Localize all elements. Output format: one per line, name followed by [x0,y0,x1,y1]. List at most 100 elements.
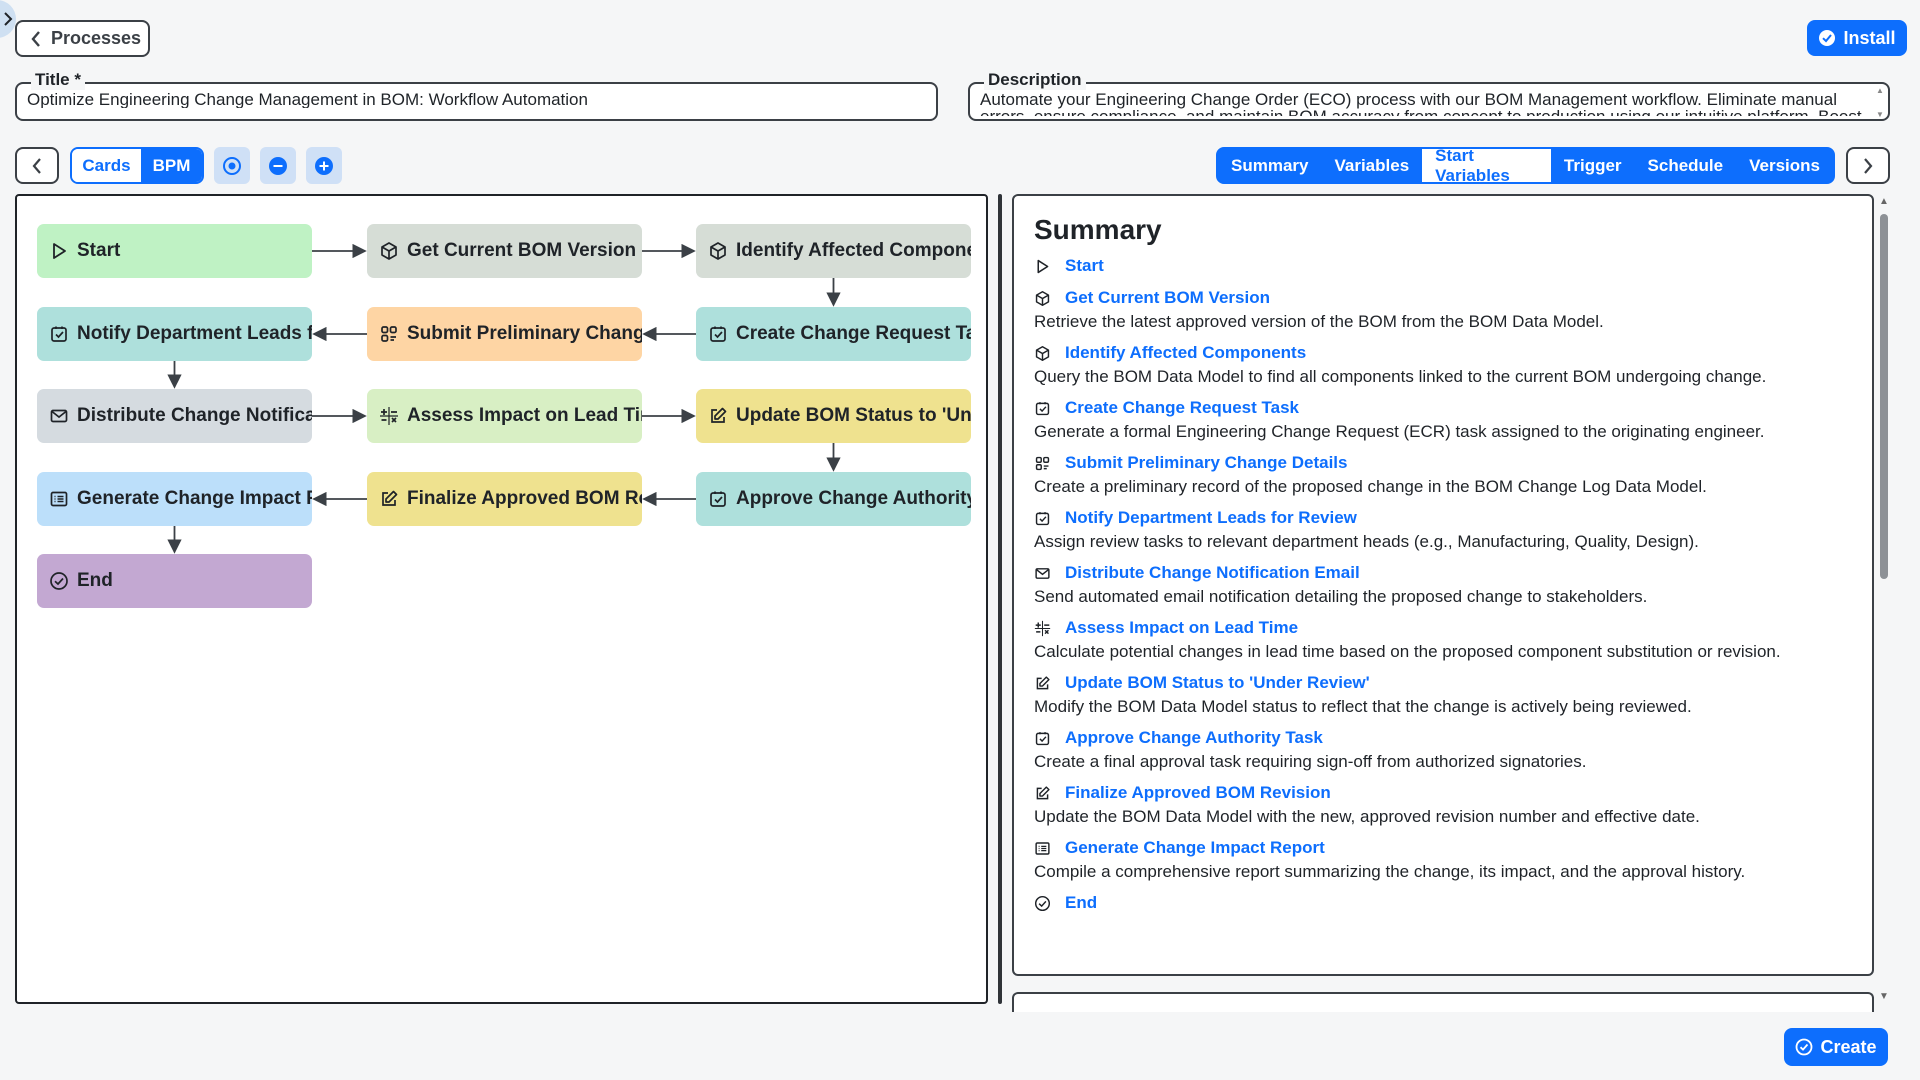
bpm-node[interactable]: Identify Affected Components [696,224,971,278]
box-icon [381,242,397,260]
view-toggle[interactable]: Cards BPM [70,147,204,184]
bpm-node[interactable]: Finalize Approved BOM Revision [367,472,642,526]
panel-tabs: Summary Variables Start Variables Trigge… [1216,147,1835,184]
list-icon [50,491,68,507]
summary-item-link[interactable]: Finalize Approved BOM Revision [1065,783,1331,802]
tab-trigger[interactable]: Trigger [1563,155,1622,175]
next-panel [1012,992,1874,1012]
scroll-down-arrow[interactable]: ▼ [1879,991,1889,1002]
sidebar-expand-toggle[interactable] [0,0,16,38]
collapse-right-button[interactable] [1846,147,1890,184]
summary-item: End [1034,891,1862,915]
bpm-node-label: Generate Change Impact Report [77,488,312,509]
install-button[interactable]: Install [1807,20,1907,56]
description-field[interactable]: Description Automate your Engineering Ch… [968,70,1890,121]
chevron-right-icon [1864,157,1873,174]
summary-item-link[interactable]: Identify Affected Components [1065,343,1307,362]
summary-item-link[interactable]: Update BOM Status to 'Under Review' [1065,673,1370,692]
install-button-label: Install [1843,27,1896,48]
summary-item-link[interactable]: Get Current BOM Version [1065,288,1270,307]
create-button[interactable]: Create [1784,1028,1888,1066]
bpm-canvas[interactable]: Start Get Current BOM Version Identify Aff… [15,194,988,1004]
play-icon [1037,259,1049,273]
chevron-left-icon [31,30,40,47]
summary-item-link[interactable]: Create Change Request Task [1065,398,1299,417]
tab-variables[interactable]: Variables [1334,155,1410,175]
summary-item: Start [1034,254,1862,278]
bpm-node-label: Create Change Request Task [736,323,971,344]
summary-item-link[interactable]: Assess Impact on Lead Time [1065,618,1299,637]
bpm-node-label: Assess Impact on Lead Time [407,405,642,426]
description-scrollbar[interactable]: ▲▼ [1876,86,1884,119]
collapse-left-button[interactable] [15,147,59,184]
zoom-in-button[interactable] [306,147,342,184]
box-icon [1035,345,1050,361]
tab-start-variables[interactable]: Start Variables [1422,149,1551,182]
scroll-up-arrow[interactable]: ▲ [1879,196,1889,207]
title-field[interactable]: Title * Optimize Engineering Change Mana… [15,70,938,121]
bpm-node[interactable]: Distribute Change Notification Email [37,389,312,443]
bpm-node[interactable]: End [37,554,312,608]
check-square-icon [710,491,726,507]
cards-view-button[interactable]: Cards [72,149,141,182]
bpm-node[interactable]: Get Current BOM Version [367,224,642,278]
plus-circle-icon [315,156,333,175]
bpm-node-label: Get Current BOM Version [407,240,637,261]
bpm-node[interactable]: Submit Preliminary Change Details [367,307,642,361]
check-circle-icon [1819,30,1836,46]
summary-item-description: Assign review tasks to relevant departme… [1034,532,1699,551]
bpm-node[interactable]: Assess Impact on Lead Time [367,389,642,443]
bpm-node[interactable]: Update BOM Status to 'Under Review' [696,389,971,443]
summary-item-description: Create a final approval task requiring s… [1034,752,1587,771]
scrollbar-thumb[interactable] [1880,214,1888,579]
tab-versions[interactable]: Versions [1749,155,1820,175]
check-circle-icon [1034,895,1051,911]
bpm-node-label: Start [77,240,121,261]
panel-resize-handle[interactable] [998,194,1002,1004]
check-circle-icon [50,572,68,590]
summary-item-link[interactable]: End [1065,893,1098,912]
summary-item-link[interactable]: Submit Preliminary Change Details [1065,453,1348,472]
calculator-icon [1034,620,1051,636]
zoom-fit-button[interactable] [214,147,250,184]
summary-item-link[interactable]: Start [1065,256,1104,275]
bpm-node-label: Distribute Change Notification Email [77,405,312,426]
panel-scrollbar[interactable]: ▲ ▼ [1877,196,1891,1002]
summary-title: Summary [1034,214,1162,245]
summary-item-link[interactable]: Notify Department Leads for Review [1065,508,1357,527]
bpm-node[interactable]: Create Change Request Task [696,307,971,361]
mail-icon [50,409,68,423]
bpm-node[interactable]: Notify Department Leads for Review [37,307,312,361]
bpm-node-label: Notify Department Leads for Review [77,323,312,344]
summary-item: Update BOM Status to 'Under Review'Modif… [1034,671,1862,718]
title-input[interactable]: Optimize Engineering Change Management i… [27,91,588,108]
list-icon [1035,841,1050,855]
back-to-processes-button[interactable]: Processes [15,20,150,57]
bpm-view-button[interactable]: BPM [141,149,202,182]
check-square-icon [710,326,726,342]
summary-item-link[interactable]: Generate Change Impact Report [1065,838,1325,857]
bpm-node-label: Identify Affected Components [736,240,971,261]
title-field-label: Title * [31,70,85,90]
summary-item-link[interactable]: Distribute Change Notification Email [1065,563,1360,582]
summary-item-description: Send automated email notification detail… [1034,587,1648,606]
zoom-out-button[interactable] [260,147,296,184]
bpm-node[interactable]: Approve Change Authority Task [696,472,971,526]
summary-item-link[interactable]: Approve Change Authority Task [1065,728,1323,747]
tab-schedule[interactable]: Schedule [1647,155,1724,175]
bpm-node[interactable]: Start [37,224,312,278]
tab-summary[interactable]: Summary [1231,155,1309,175]
edit-icon [711,407,727,423]
description-textarea[interactable]: Automate your Engineering Change Order (… [980,91,1862,116]
bpm-node-label: End [77,570,113,591]
bpm-node[interactable]: Generate Change Impact Report [37,472,312,526]
